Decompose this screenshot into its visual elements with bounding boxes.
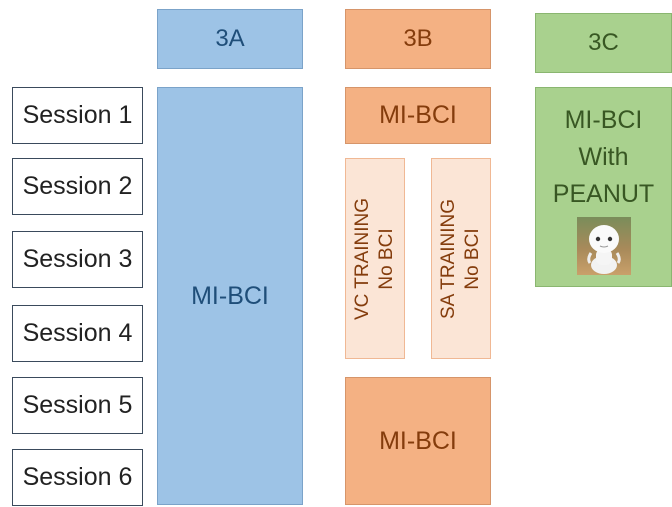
column-3b-bottom-label: MI-BCI — [379, 426, 457, 455]
session-5-label: Session 5 — [22, 391, 133, 419]
session-2-label: Session 2 — [22, 172, 133, 200]
peanut-robot-icon — [586, 225, 621, 274]
column-3c-line-3: PEANUT — [552, 180, 655, 208]
session-1-label: Session 1 — [22, 101, 133, 129]
column-3b-top-block: MI-BCI — [345, 87, 491, 144]
column-3a-block-label: MI-BCI — [191, 281, 269, 310]
column-3a-block: MI-BCI — [157, 87, 303, 505]
column-3a-header: 3A — [157, 9, 303, 69]
column-3b-bottom-block: MI-BCI — [345, 377, 491, 505]
column-3c-line-2: With — [578, 143, 629, 171]
sa-training-block: SA TRAINING No BCI — [431, 158, 491, 359]
vc-training-label: VC TRAINING — [352, 197, 374, 320]
column-3c-title: 3C — [588, 29, 619, 56]
vc-training-text: VC TRAINING No BCI — [351, 197, 399, 319]
session-6-box: Session 6 — [12, 449, 143, 506]
column-3b-header: 3B — [345, 9, 491, 69]
column-3b-top-label: MI-BCI — [379, 101, 457, 129]
vc-training-block: VC TRAINING No BCI — [345, 158, 405, 359]
session-1-box: Session 1 — [12, 87, 143, 144]
session-5-box: Session 5 — [12, 377, 143, 434]
column-3c-block: MI-BCI With PEANUT — [535, 87, 672, 287]
session-4-box: Session 4 — [12, 305, 143, 362]
vc-no-bci-label: No BCI — [376, 227, 398, 290]
column-3c-line-1: MI-BCI — [564, 106, 643, 134]
sa-no-bci-label: No BCI — [462, 227, 484, 290]
session-3-box: Session 3 — [12, 231, 143, 288]
session-3-label: Session 3 — [22, 245, 133, 273]
sa-training-label: SA TRAINING — [438, 198, 460, 319]
session-6-label: Session 6 — [22, 463, 133, 491]
session-2-box: Session 2 — [12, 158, 143, 215]
column-3b-title: 3B — [403, 25, 433, 52]
column-3c-header: 3C — [535, 13, 672, 73]
sa-training-text: SA TRAINING No BCI — [437, 198, 485, 318]
column-3a-title: 3A — [215, 25, 245, 52]
peanut-robot-image — [576, 217, 631, 275]
session-4-label: Session 4 — [22, 319, 133, 347]
